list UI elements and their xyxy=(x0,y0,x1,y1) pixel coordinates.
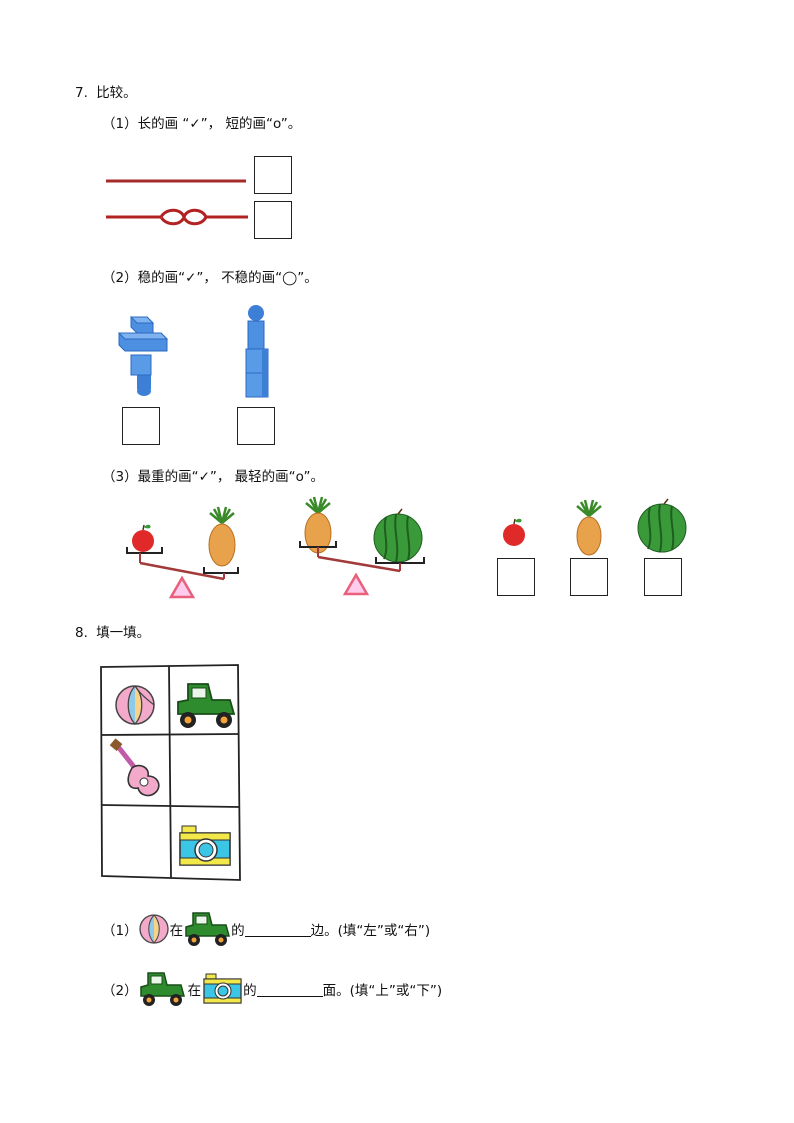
q8-sub2-blank[interactable] xyxy=(256,982,323,997)
answer-box-cross-block[interactable] xyxy=(122,407,160,445)
rope-icon xyxy=(106,179,246,183)
watermelon-icon xyxy=(637,498,687,553)
q8-sub1-tail: 边。(填“左”或“右”) xyxy=(310,923,431,939)
q8-sub2: （2） 在 的 面。(填“上”或“下”) xyxy=(102,970,442,1008)
q8-sub1-number: （1） xyxy=(102,923,138,939)
apple-icon xyxy=(503,518,525,546)
q8-sub1: （1） 在 的 边。(填“左”或“右”) xyxy=(102,910,430,948)
toy-car-icon xyxy=(177,683,236,728)
q7-title: 比较。 xyxy=(96,85,137,101)
ball-icon xyxy=(115,685,155,725)
q8-sub2-zai: 在 xyxy=(187,983,202,999)
answer-box-tower-block[interactable] xyxy=(237,407,275,445)
pineapple-icon xyxy=(576,499,602,556)
toy-car-icon xyxy=(139,972,185,1006)
q7-number: 7. xyxy=(75,85,88,101)
guitar-icon xyxy=(109,738,160,797)
camera-icon xyxy=(179,825,231,866)
answer-box-short-rope[interactable] xyxy=(254,201,292,239)
q7-part3-instruction: （3）最重的画“✓”， 最轻的画“o”。 xyxy=(102,469,324,485)
q8-sub2-number: （2） xyxy=(102,983,138,999)
q8-title: 填一填。 xyxy=(96,625,151,641)
toy-car-icon xyxy=(185,912,231,946)
q8-sub1-de: 的 xyxy=(231,923,245,939)
q8-sub2-tail: 面。(填“上”或“下”) xyxy=(322,983,443,999)
answer-box-long-rope[interactable] xyxy=(254,156,292,194)
q8-number: 8. xyxy=(75,625,88,641)
answer-box-watermelon[interactable] xyxy=(644,558,682,596)
q7-part1-instruction: （1）长的画 “✓”， 短的画“o”。 xyxy=(102,116,302,132)
knotted-rope-icon xyxy=(106,208,248,226)
ball-icon xyxy=(138,914,169,944)
q8-sub1-blank[interactable] xyxy=(244,922,311,937)
camera-icon xyxy=(203,973,242,1004)
q7-header: 7. 比较。 xyxy=(75,84,137,102)
answer-box-pineapple[interactable] xyxy=(570,558,608,596)
q8-sub2-de: 的 xyxy=(243,983,257,999)
cross-block-icon xyxy=(117,316,169,396)
balance-scale-icon xyxy=(126,506,239,599)
q8-header: 8. 填一填。 xyxy=(75,624,150,642)
balance-scale-icon xyxy=(299,496,425,596)
q7-part2-instruction: （2）稳的画“✓”， 不稳的画“◯”。 xyxy=(102,270,318,286)
q8-sub1-zai: 在 xyxy=(169,923,184,939)
position-grid xyxy=(100,664,241,881)
tower-block-icon xyxy=(245,305,269,398)
answer-box-apple[interactable] xyxy=(497,558,535,596)
